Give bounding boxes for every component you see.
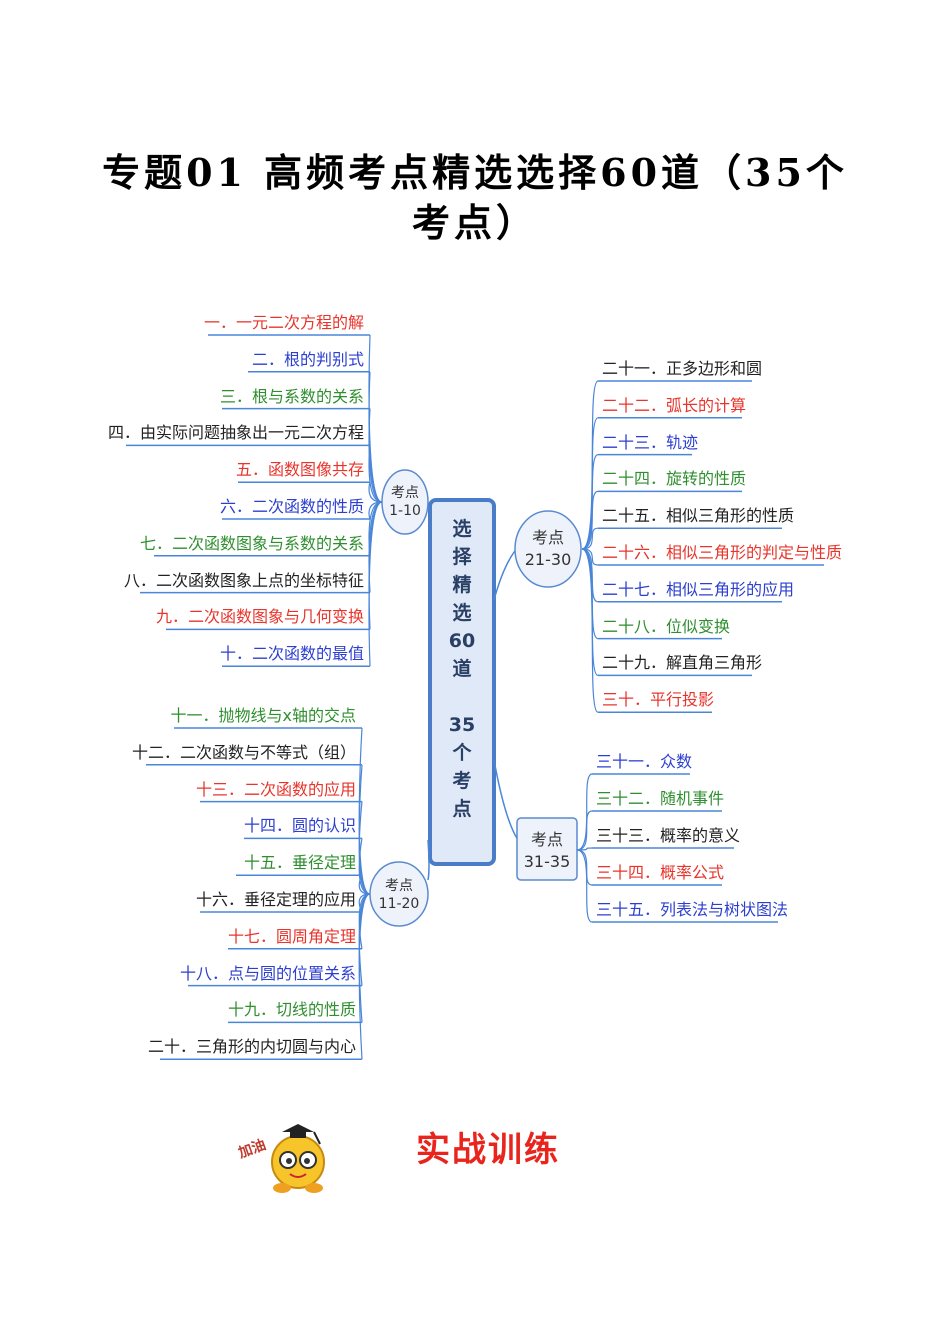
page-title-line-1: 专题01 高频考点精选选择60道（35个 (102, 150, 848, 195)
hub-range: 11-20 (378, 896, 420, 912)
hub-11-20: 考点 11-20 (370, 877, 428, 913)
topic-item: 五．函数图像共存 (235, 460, 364, 480)
branch-connector (576, 849, 593, 886)
center-char: 35 (448, 714, 476, 736)
branch-connector (358, 893, 371, 1023)
topic-item: 十九．切线的性质 (227, 1000, 356, 1020)
branch-connector (581, 417, 599, 550)
center-spacer (430, 683, 494, 711)
topic-item: 二十二．弧长的计算 (602, 395, 747, 415)
mascot-text: 加油 (236, 1136, 268, 1162)
topic-item: 十五．垂径定理 (243, 853, 356, 873)
topic-item: 三．根与系数的关系 (219, 386, 364, 406)
hub-31-35: 考点 31-35 (517, 829, 577, 873)
hub-range: 1-10 (389, 503, 421, 519)
center-char: 选 (452, 602, 472, 624)
hub-label: 考点 (391, 485, 419, 501)
hub-label: 考点 (385, 878, 413, 894)
topic-item: 二十．三角形的内切圆与内心 (147, 1037, 356, 1057)
topic-item: 九．二次函数图象与几何变换 (155, 607, 364, 627)
hub-range: 21-30 (524, 550, 572, 569)
branch-connector (576, 849, 593, 923)
hub-21-30-bubble (514, 510, 582, 588)
topic-item: 二十九．解直角三角形 (602, 653, 763, 673)
topic-item: 三十四．概率公式 (596, 863, 725, 882)
branch-connector (358, 801, 371, 895)
topic-item: 二十五．相似三角形的性质 (602, 506, 795, 526)
topic-item: 八．二次函数图象上点的坐标特征 (123, 570, 364, 590)
footer-practice-title: 实战训练 (416, 1130, 560, 1170)
topic-item: 三十三．概率的意义 (596, 826, 741, 845)
topic-item: 十三．二次函数的应用 (195, 779, 356, 799)
topic-item: 十二．二次函数与不等式（组） (131, 742, 356, 762)
topic-item: 三十．平行投影 (602, 690, 715, 710)
topic-item: 三十五．列表法与树状图法 (596, 900, 789, 919)
topic-item: 十六．垂径定理的应用 (195, 890, 356, 909)
branch-connector (358, 874, 371, 895)
topic-item: 二十四．旋转的性质 (602, 469, 747, 489)
center-char: 道 (452, 658, 472, 680)
hub-21-30: 考点 21-30 (518, 527, 578, 571)
topic-item: 十一．抛物线与x轴的交点 (170, 706, 356, 725)
topic-item: 十．二次函数的最值 (219, 644, 364, 664)
branch-connector (358, 893, 371, 1060)
center-char: 个 (452, 742, 472, 764)
branch-connector (368, 445, 383, 503)
hub-1-10: 考点 1-10 (382, 484, 428, 520)
center-char: 选 (452, 518, 472, 540)
topic-item: 二十七．相似三角形的应用 (602, 579, 795, 599)
hub-label: 考点 (530, 830, 563, 849)
cheer-mascot-icon: 加油 (236, 1124, 325, 1193)
branch-connector (581, 454, 599, 550)
branch-connector (581, 548, 599, 713)
center-char: 点 (452, 798, 472, 820)
hub-range: 31-35 (523, 852, 571, 871)
branch-connector (368, 482, 383, 503)
branch-connector (368, 501, 383, 667)
topic-item: 四．由实际问题抽象出一元二次方程 (107, 423, 364, 443)
branch-connector (581, 490, 599, 550)
topic-item: 七．二次函数图象与系数的关系 (139, 533, 364, 553)
center-char: 60 (448, 630, 476, 652)
topic-item: 三十二．随机事件 (596, 789, 725, 808)
topic-item: 十八．点与圆的位置关系 (179, 963, 356, 983)
branch-connector (581, 548, 599, 603)
topic-item: 十四．圆的认识 (243, 816, 356, 836)
page-title-line-2: 考点） (411, 200, 538, 245)
center-link (493, 759, 519, 841)
topic-item: 六．二次函数的性质 (219, 497, 364, 516)
center-char: 考 (452, 770, 472, 792)
topic-item: 十七．圆周角定理 (227, 926, 356, 946)
topic-item: 二十一．正多边形和圆 (602, 359, 763, 378)
center-node-text: 选 择 精 选 60 道 35 个 考 点 (430, 515, 494, 823)
hub-31-35-bubble (516, 817, 578, 881)
branch-connector (576, 810, 593, 851)
hub-label: 考点 (531, 528, 564, 547)
branch-connector (581, 527, 599, 550)
topic-item: 二十八．位似变换 (602, 616, 731, 636)
branch-connector (581, 380, 599, 550)
center-char: 择 (452, 546, 472, 568)
branch-connector (576, 847, 593, 851)
branch-connector (576, 773, 593, 851)
topic-item: 三十一．众数 (596, 752, 693, 771)
center-link (427, 839, 430, 881)
center-char: 精 (452, 574, 472, 596)
topic-item: 二十六．相似三角形的判定与性质 (602, 543, 843, 562)
topic-item: 二．根的判别式 (251, 349, 364, 369)
topic-item: 一．一元二次方程的解 (203, 313, 364, 332)
center-node (428, 498, 496, 866)
topic-item: 二十三．轨迹 (602, 432, 699, 452)
branch-connector (358, 838, 371, 895)
